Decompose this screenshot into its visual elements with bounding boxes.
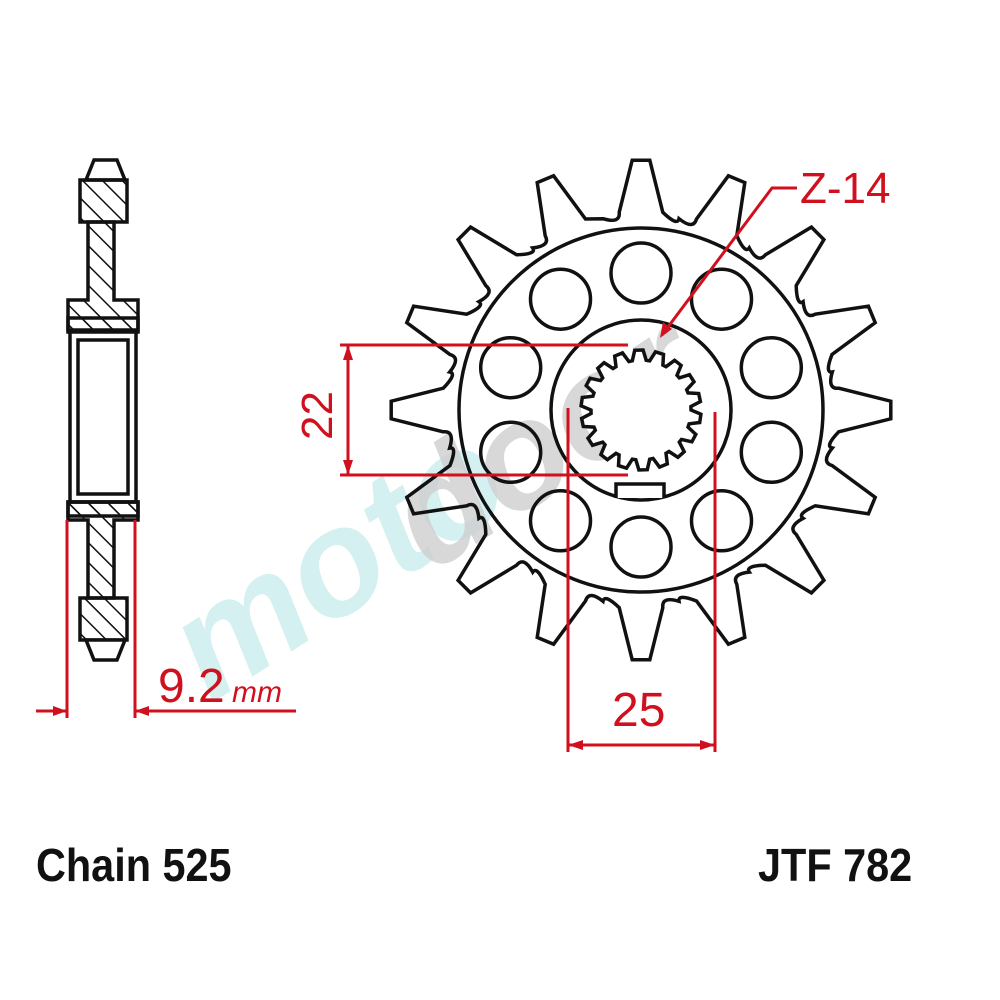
- spline-diameter-dimension: [340, 343, 628, 477]
- lightening-hole: [478, 420, 543, 485]
- tooth-count-leader: [660, 186, 797, 338]
- thickness-value: 9.2: [158, 660, 225, 713]
- lightening-hole: [689, 489, 754, 553]
- part-number-label: JTF 782: [758, 839, 913, 891]
- lightening-hole: [739, 420, 804, 485]
- sprocket-teeth-outline: [389, 158, 893, 662]
- sprocket-front-view: [389, 158, 893, 662]
- chain-size-label: Chain 525: [36, 839, 232, 891]
- lightening-hole: [609, 241, 673, 305]
- lightening-hole: [478, 335, 543, 400]
- hub-width-dimension: [566, 408, 717, 752]
- side-section-view: [66, 158, 140, 662]
- thickness-unit: mm: [232, 676, 282, 709]
- hub-width-value: 25: [612, 684, 665, 737]
- lightening-hole: [739, 335, 804, 400]
- lightening-hole: [528, 267, 593, 331]
- thickness-dimension: [36, 520, 296, 718]
- spline-diameter-value: 22: [293, 391, 342, 440]
- lightening-hole: [609, 515, 673, 579]
- tooth-count-label: Z-14: [800, 164, 890, 213]
- spline-bore: [579, 348, 703, 472]
- lightening-hole: [689, 267, 754, 331]
- lightening-hole: [528, 489, 593, 553]
